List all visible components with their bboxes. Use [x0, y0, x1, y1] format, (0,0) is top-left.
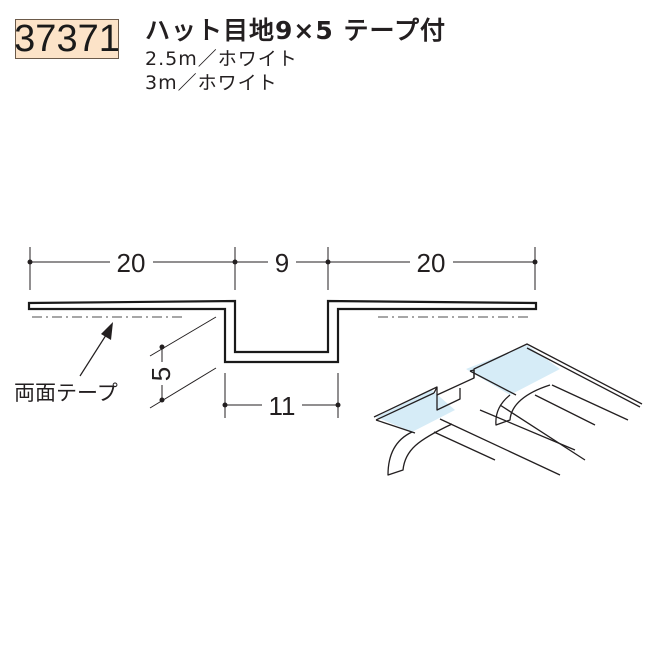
variant-2: 3m／ホワイト — [145, 72, 278, 94]
dim-left-flange: 20 — [117, 248, 146, 278]
dimension-dots — [27, 259, 538, 265]
dim-channel-width: 11 — [269, 391, 296, 421]
tape-left — [376, 390, 455, 432]
tape-label: 両面テープ — [14, 381, 118, 405]
product-code-badge: 37371 — [14, 18, 120, 60]
product-code: 37371 — [14, 18, 120, 60]
top-dimension-lines — [29, 247, 536, 290]
depth-dimension — [149, 316, 217, 409]
dim-depth: 5 — [146, 367, 176, 381]
dim-channel-opening: 9 — [275, 248, 289, 278]
bottom-dimension — [224, 373, 339, 418]
isometric-illustration — [373, 343, 643, 476]
dim-right-flange: 20 — [417, 248, 446, 278]
arrowhead-icon — [101, 322, 113, 340]
product-name: ハット目地9×5 テープ付 — [145, 16, 446, 45]
variant-1: 2.5m／ホワイト — [145, 48, 298, 70]
hat-profile — [27, 299, 538, 364]
tape-arrow — [79, 322, 113, 377]
tape-right — [466, 345, 560, 395]
